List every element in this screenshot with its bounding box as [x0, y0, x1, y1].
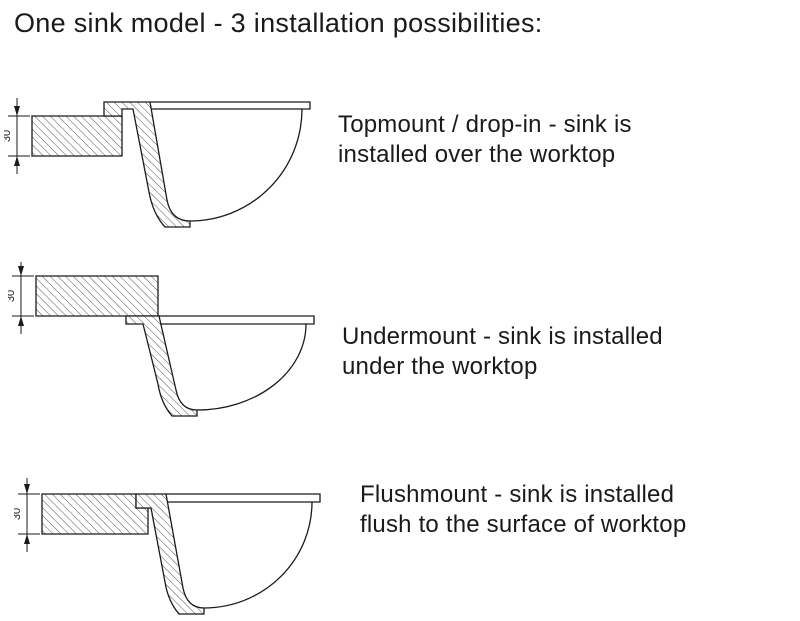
- dimension-annotation: [12, 262, 34, 334]
- arrow-down-icon: [18, 266, 24, 276]
- topmount-diagram: 30: [4, 98, 311, 228]
- sink-section: [103, 101, 191, 228]
- undermount-diagram: 30: [8, 262, 315, 417]
- caption-topmount: Topmount / drop-in - sink is installed o…: [338, 111, 632, 168]
- arrow-up-icon: [24, 534, 30, 544]
- arrow-down-icon: [24, 484, 30, 494]
- sink-bowl-outline: [203, 501, 313, 609]
- arrow-down-icon: [14, 106, 20, 116]
- arrow-up-icon: [14, 156, 20, 166]
- sink-bowl-outline: [189, 108, 303, 222]
- dimension-label: 30: [14, 508, 23, 520]
- dimension-annotation: [18, 478, 40, 552]
- worktop-section: [41, 493, 149, 535]
- caption-undermount: Undermount - sink is installed under the…: [342, 323, 663, 380]
- dimension-label: 30: [4, 130, 13, 142]
- sink-section: [125, 315, 198, 417]
- sink-bowl-outline: [196, 323, 307, 411]
- sink-rim-outline: [159, 315, 315, 325]
- sink-rim-outline: [150, 101, 311, 110]
- arrow-up-icon: [18, 316, 24, 326]
- page-title: One sink model - 3 installation possibil…: [14, 8, 543, 38]
- worktop-section: [35, 275, 159, 317]
- dimension-annotation: [8, 98, 30, 174]
- worktop-section: [31, 115, 123, 157]
- sink-rim-outline: [166, 493, 321, 503]
- caption-flushmount: Flushmount - sink is installed flush to …: [360, 481, 687, 538]
- sink-section: [135, 493, 205, 615]
- flushmount-diagram: 30: [14, 478, 321, 615]
- dimension-label: 30: [8, 290, 17, 302]
